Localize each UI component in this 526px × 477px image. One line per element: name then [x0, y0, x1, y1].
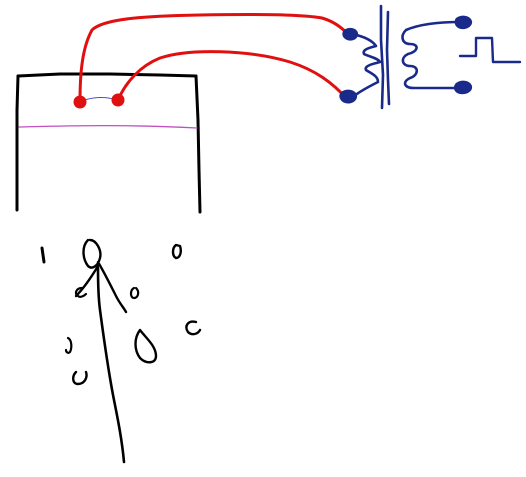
tank-left-wall [15, 74, 20, 212]
transformer [339, 4, 522, 110]
bubble-large [82, 238, 102, 269]
tank-top-edge [16, 72, 198, 78]
bubble-right-c [185, 320, 202, 336]
terminal-secondary-bottom [453, 80, 473, 95]
bubble-bottom-u [72, 370, 88, 386]
water-line [18, 124, 198, 129]
electrode-left [73, 95, 87, 109]
tank-right-wall [194, 74, 202, 214]
wire-long [78, 12, 352, 104]
terminal-primary-top [342, 27, 359, 41]
core-bar-right [385, 10, 391, 106]
bubble-left-bracket [64, 336, 73, 354]
wires [73, 12, 352, 109]
terminal-primary-bottom [339, 89, 358, 104]
flow-stroke-right [96, 260, 128, 314]
bubble-c-mid [74, 286, 88, 298]
bubble-left-dash [40, 246, 46, 264]
core-bar-left [379, 4, 385, 110]
bubble-teardrop [134, 328, 158, 364]
bubble-right-small [171, 243, 182, 260]
bubble-mid [129, 286, 140, 300]
secondary-coil [401, 20, 464, 90]
wire-short [116, 50, 350, 102]
electrode-right [111, 93, 125, 107]
primary-coil [350, 32, 382, 98]
flow-stroke-main [96, 266, 126, 464]
square-pulse-symbol [458, 36, 522, 64]
tank [15, 72, 202, 214]
flow-stroke-left [74, 264, 100, 298]
terminal-secondary-top [454, 15, 473, 30]
bubble-stream [40, 238, 202, 464]
